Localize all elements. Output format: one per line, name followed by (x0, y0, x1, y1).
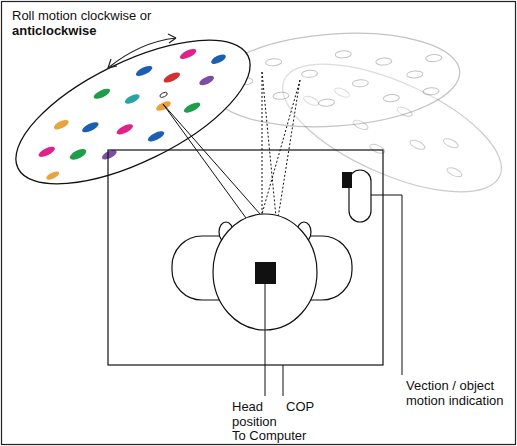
callout-label: Vection / object motion indication (406, 378, 511, 408)
motion-caption: anticlockwise (12, 23, 97, 38)
callout-label: To Computer (232, 428, 352, 443)
callout-label: COP (286, 399, 326, 414)
callout-label: Head position (232, 399, 282, 429)
caption-block: Roll motion clockwise or anticlockwise (12, 8, 172, 38)
motion-caption: Roll motion clockwise or (12, 8, 151, 23)
